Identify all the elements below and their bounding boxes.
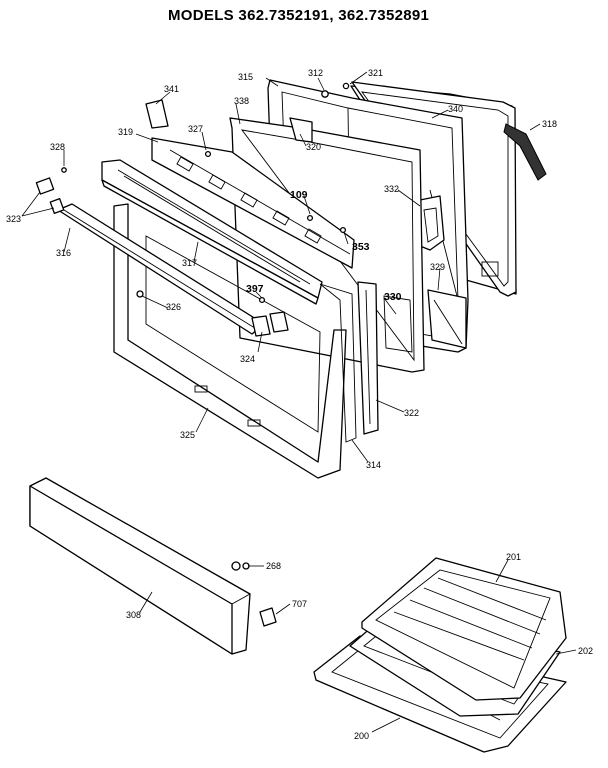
handle-318: [503, 123, 547, 181]
label-325: 325: [180, 430, 195, 440]
label-318: 318: [542, 119, 557, 129]
label-200: 200: [354, 731, 369, 741]
screw-109: [306, 214, 314, 222]
label-322: 322: [404, 408, 419, 418]
screw-328: [61, 167, 67, 173]
bracket-324: [251, 311, 289, 337]
hinge-329: [427, 289, 467, 349]
screw-321: [342, 82, 350, 90]
endcap-323: [35, 177, 65, 214]
label-326: 326: [166, 302, 181, 312]
nut-312: [321, 90, 329, 98]
panel-330: [383, 295, 413, 353]
hanger-320: [289, 117, 313, 143]
label-321: 321: [368, 68, 383, 78]
screw-353: [339, 226, 347, 234]
label-314: 314: [366, 460, 381, 470]
label-109: 109: [290, 189, 308, 201]
leader-lines: [21, 71, 577, 733]
label-397: 397: [246, 283, 264, 295]
label-341: 341: [164, 84, 179, 94]
label-707: 707: [292, 599, 307, 609]
label-323: 323: [6, 214, 21, 224]
label-353: 353: [352, 241, 370, 253]
broiler-insert-201: [361, 557, 567, 701]
handle-316: [57, 203, 265, 335]
part-326: [136, 290, 144, 298]
label-315: 315: [238, 72, 253, 82]
drawer-panel-308: [29, 477, 251, 655]
label-320: 320: [306, 142, 321, 152]
label-316: 316: [56, 248, 71, 258]
clip-341: [145, 99, 169, 129]
glide-707: [259, 607, 277, 627]
label-329: 329: [430, 262, 445, 272]
label-328: 328: [50, 142, 65, 152]
label-324: 324: [240, 354, 255, 364]
label-327: 327: [188, 124, 203, 134]
screw-397: [258, 296, 266, 304]
control-panel-317: [101, 159, 323, 305]
roller-268: [231, 561, 250, 571]
label-268: 268: [266, 561, 281, 571]
label-202: 202: [578, 646, 593, 656]
label-330: 330: [384, 291, 402, 303]
label-338: 338: [234, 96, 249, 106]
label-312: 312: [308, 68, 323, 78]
label-317: 317: [182, 258, 197, 268]
label-308: 308: [126, 610, 141, 620]
diagram-title: MODELS 362.7352191, 362.7352891: [168, 7, 429, 24]
screw-327: [204, 150, 212, 158]
label-201: 201: [506, 552, 521, 562]
label-332: 332: [384, 184, 399, 194]
bracket-332: [419, 195, 445, 251]
channel-322: [357, 281, 379, 435]
glass-panel-319: [151, 137, 355, 269]
label-319: 319: [118, 127, 133, 137]
gasket-314: [319, 283, 357, 443]
label-340: 340: [448, 104, 463, 114]
